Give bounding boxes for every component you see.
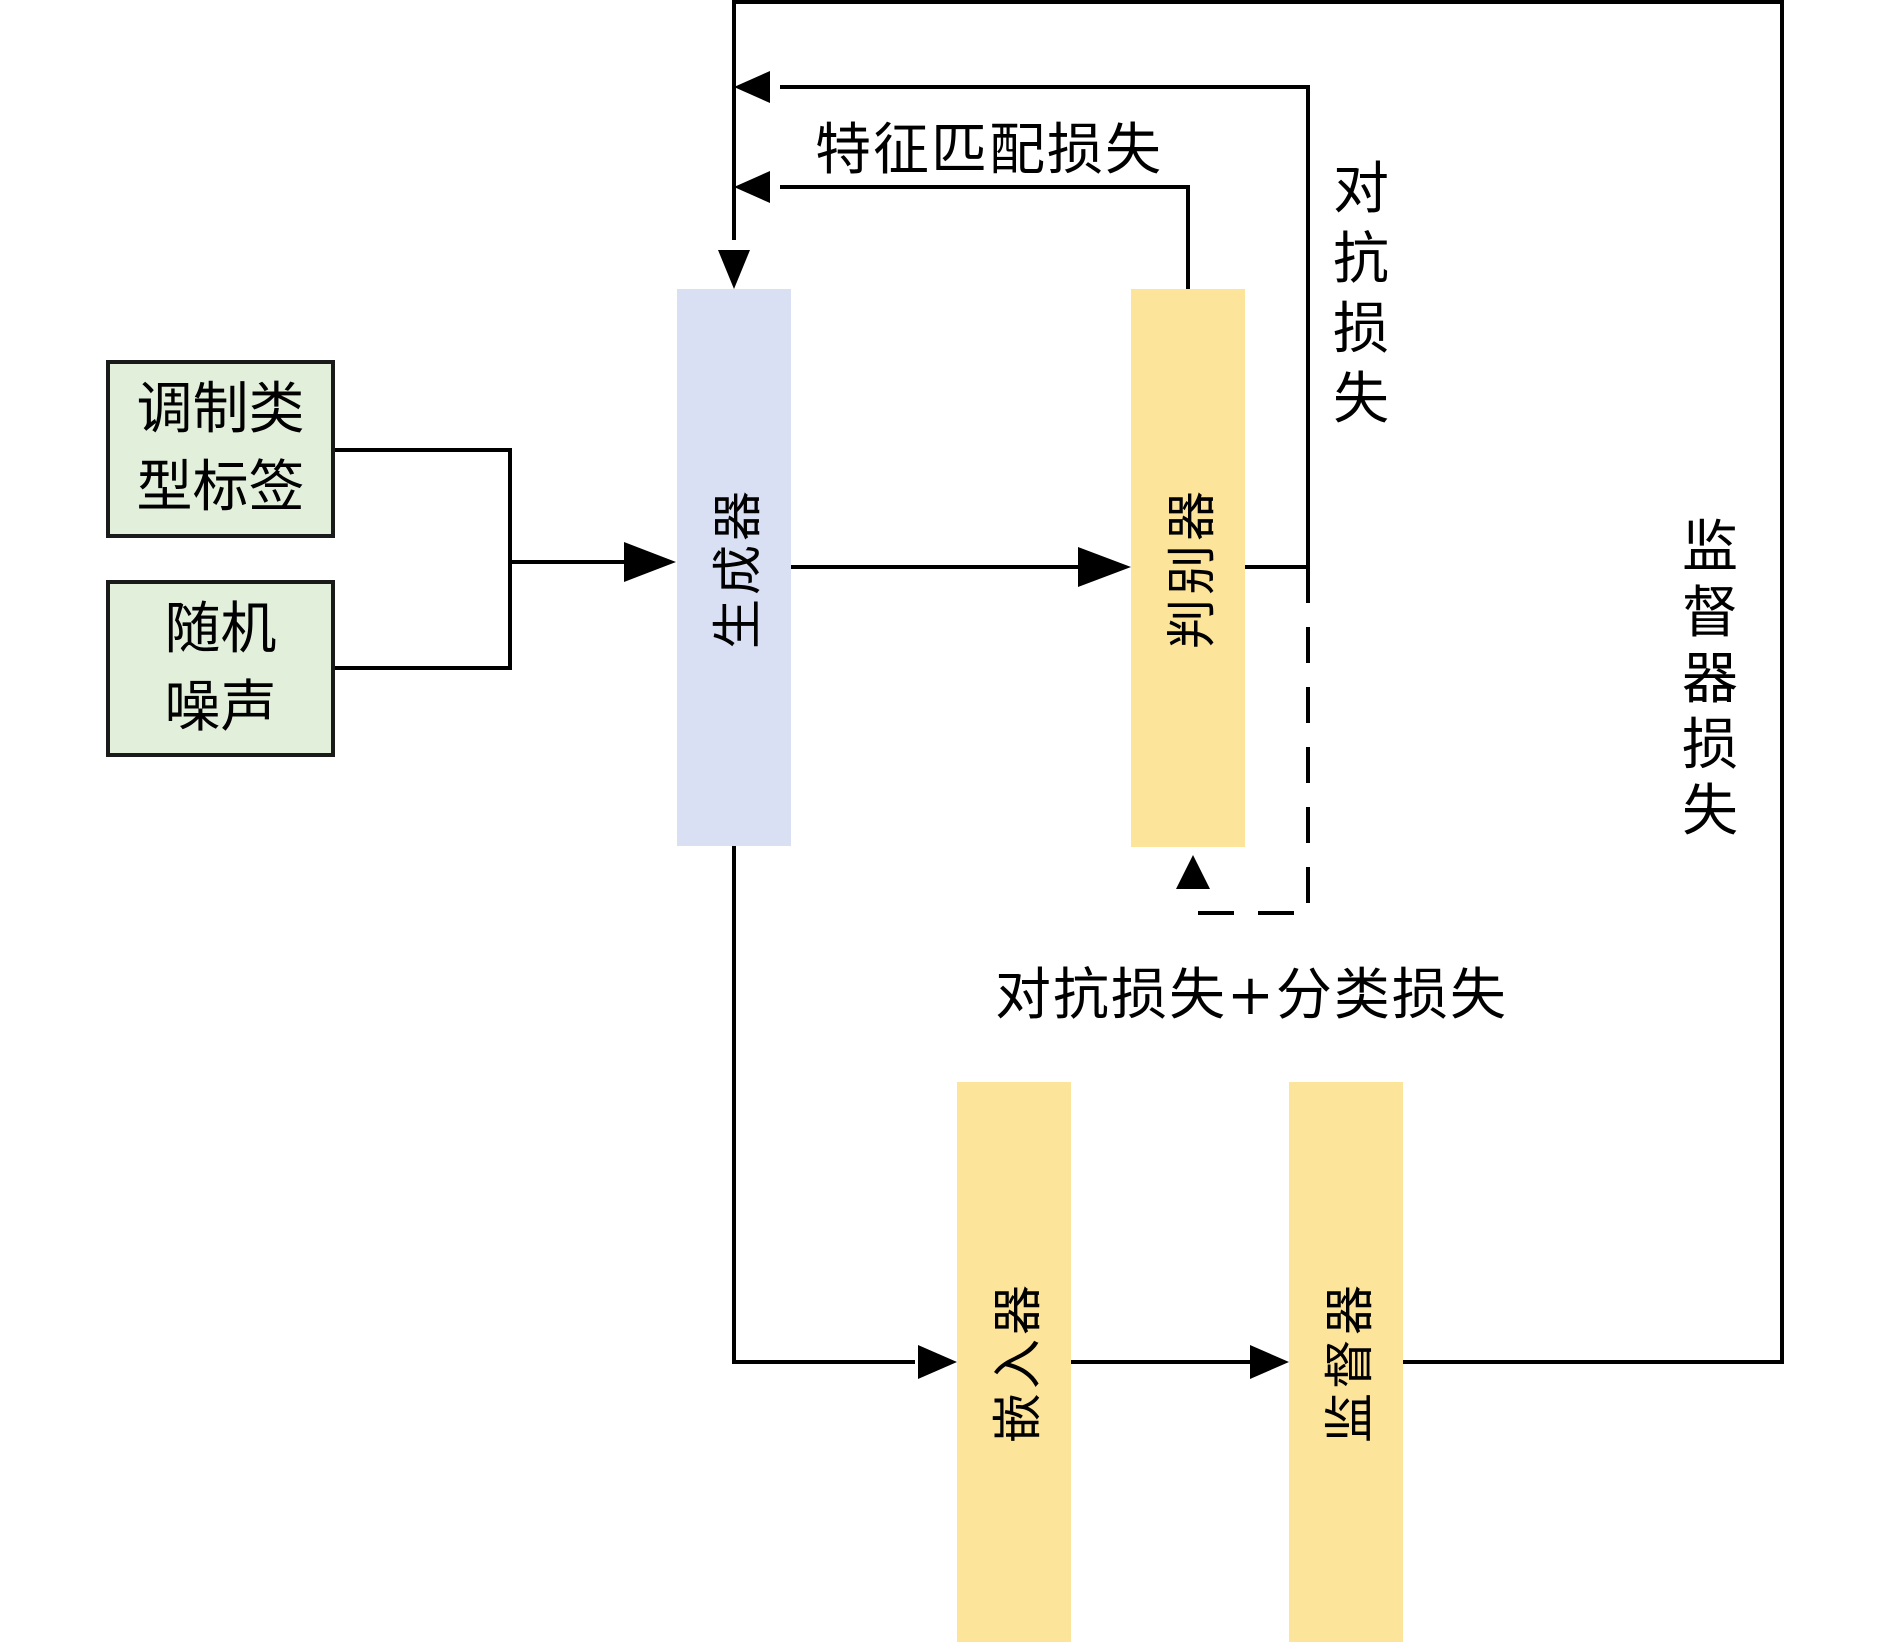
arrow-down-generator-icon (718, 250, 750, 289)
supervisor-loss-char: 损 (1682, 713, 1738, 778)
arrow-into-embedder-icon (918, 1345, 957, 1379)
adversarial-loss-char: 失 (1333, 367, 1389, 432)
arrow-feature-top-icon (734, 71, 770, 103)
feature-matching-loss-label: 特征匹配损失 (815, 118, 1163, 183)
random-noise-line-2: 噪声 (164, 674, 277, 740)
feature-matching-line (780, 185, 1190, 289)
dashed-feedback-line (1190, 567, 1310, 915)
supervisor-loss-char: 督 (1682, 581, 1738, 646)
adversarial-loss-char: 抗 (1333, 227, 1389, 292)
adversarial-loss-label: 对 抗 损 失 (1326, 155, 1396, 435)
adversarial-loss-char: 损 (1333, 297, 1389, 362)
generator-to-embedder-line (732, 846, 915, 1364)
supervisor-label: 监督器 (1321, 1281, 1379, 1443)
supervisor-loss-label: 监 督 器 损 失 (1675, 515, 1745, 845)
arrow-into-supervisor-icon (1250, 1345, 1289, 1379)
generator-block: 生成器 (677, 289, 791, 846)
modulation-label-line-2: 型标签 (136, 455, 305, 520)
modulation-label-line-1: 调制类 (136, 377, 305, 442)
discriminator-label: 判别器 (1163, 487, 1221, 649)
supervisor-loss-char: 失 (1682, 779, 1738, 844)
embedder-label: 嵌入器 (989, 1281, 1047, 1443)
discriminator-block: 判别器 (1131, 289, 1245, 847)
modulation-label-box: 调制类 型标签 (106, 360, 335, 538)
generator-label: 生成器 (709, 486, 767, 649)
embedder-block: 嵌入器 (957, 1082, 1071, 1642)
random-noise-box: 随机 噪声 (106, 580, 335, 757)
arrow-up-discriminator-icon (1176, 855, 1210, 889)
adversarial-plus-classification-loss-label: 对抗损失+分类损失 (995, 963, 1508, 1028)
arrow-into-discriminator-icon (1078, 547, 1131, 587)
supervisor-loss-line (732, 0, 1784, 1364)
label-to-junction-line (335, 448, 512, 670)
adversarial-loss-char: 对 (1333, 157, 1389, 222)
supervisor-loss-char: 器 (1682, 647, 1738, 712)
adversarial-loss-line (780, 85, 1310, 567)
supervisor-block: 监督器 (1289, 1082, 1403, 1642)
supervisor-loss-char: 监 (1682, 515, 1738, 580)
random-noise-line-1: 随机 (164, 596, 277, 662)
arrow-feature-bottom-icon (734, 171, 770, 203)
arrow-into-generator-icon (624, 542, 676, 582)
